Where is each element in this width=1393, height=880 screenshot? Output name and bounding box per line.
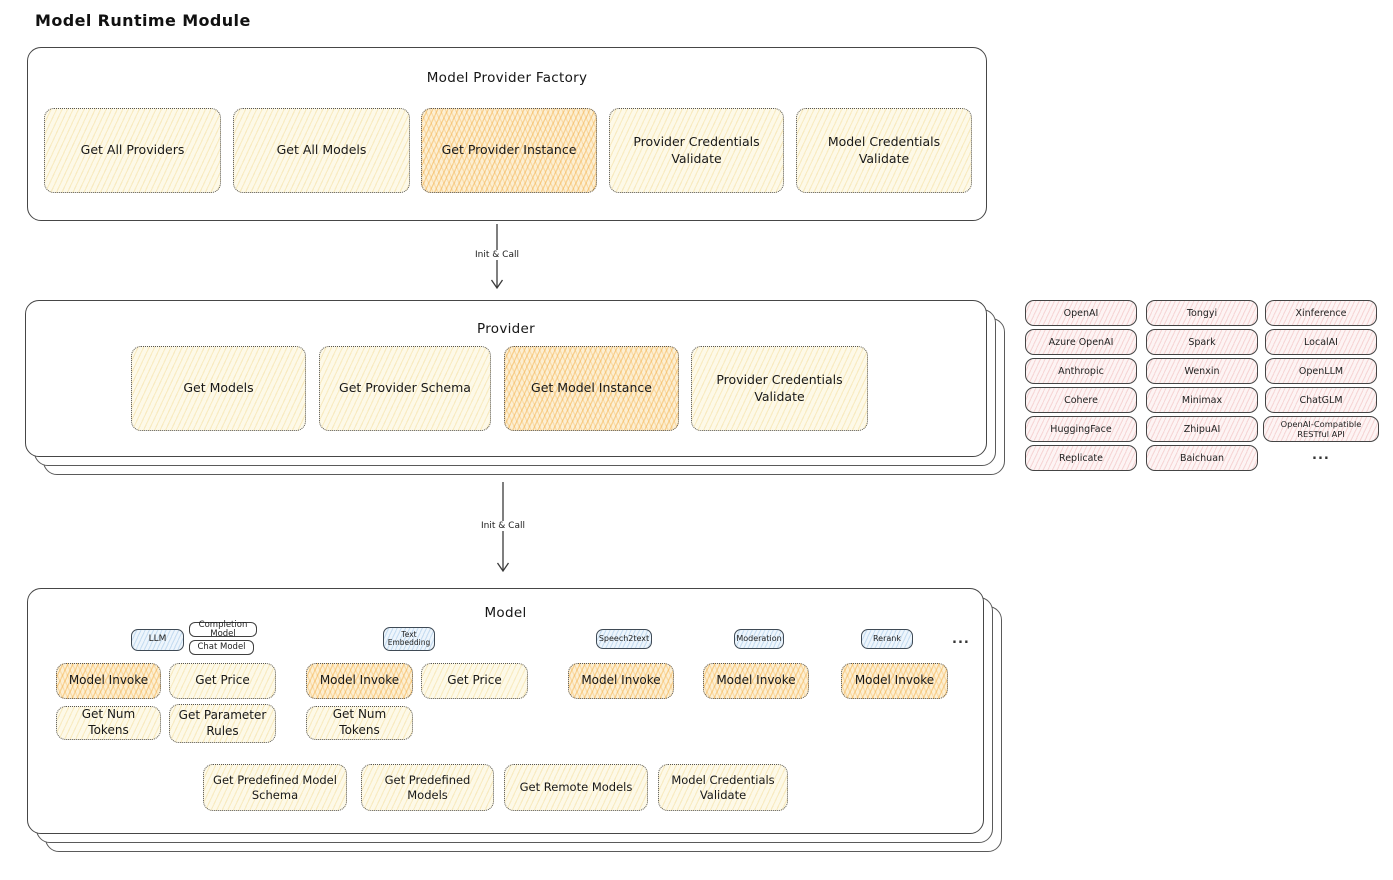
- factory-get-all-models-box: Get All Models: [233, 108, 410, 193]
- provider-pill-spark: Spark: [1146, 329, 1258, 355]
- provider-panel: Provider Get Models Get Provider Schema …: [25, 300, 987, 457]
- text-embedding-get-num-tokens-box: Get Num Tokens: [306, 706, 413, 740]
- provider-pill-zhipuai: ZhipuAI: [1146, 416, 1258, 442]
- llm-model-invoke-box: Model Invoke: [56, 663, 161, 699]
- speech2text-model-invoke-box: Model Invoke: [568, 663, 674, 699]
- provider-get-model-instance-box: Get Model Instance: [504, 346, 679, 431]
- provider-pill-chatglm: ChatGLM: [1265, 387, 1377, 413]
- factory-panel-title: Model Provider Factory: [426, 70, 588, 86]
- chip-rerank: Rerank: [861, 629, 913, 649]
- provider-pill-baichuan: Baichuan: [1146, 445, 1258, 471]
- factory-get-provider-instance-box: Get Provider Instance: [421, 108, 597, 193]
- chip-speech2text: Speech2text: [596, 629, 652, 649]
- provider-pill-minimax: Minimax: [1146, 387, 1258, 413]
- provider-get-models-box: Get Models: [131, 346, 306, 431]
- factory-panel: Model Provider Factory Get All Providers…: [27, 47, 987, 221]
- get-predefined-model-schema-box: Get Predefined Model Schema: [203, 764, 347, 811]
- provider-pill-openai: OpenAI: [1025, 300, 1137, 326]
- arrow1-label: Init & Call: [471, 250, 523, 260]
- arrow-down-icon: [490, 224, 504, 290]
- llm-get-price-box: Get Price: [169, 663, 276, 699]
- provider-credentials-validate-box: Provider Credentials Validate: [691, 346, 868, 431]
- arrow2-label: Init & Call: [477, 521, 529, 531]
- arrow-factory-to-provider: Init & Call: [471, 224, 523, 296]
- model-panel: Model LLM Completion Model Chat Model Te…: [27, 588, 984, 834]
- text-embedding-get-price-box: Get Price: [421, 663, 528, 699]
- chip-moderation: Moderation: [734, 629, 784, 649]
- model-types-ellipsis: ...: [952, 632, 970, 647]
- provider-pill-anthropic: Anthropic: [1025, 358, 1137, 384]
- provider-pill-xinference: Xinference: [1265, 300, 1377, 326]
- arrow-provider-to-model: Init & Call: [477, 482, 529, 579]
- page-title: Model Runtime Module: [35, 11, 251, 30]
- provider-grid-ellipsis: ...: [1312, 448, 1330, 463]
- provider-pill-wenxin: Wenxin: [1146, 358, 1258, 384]
- model-panel-title: Model: [484, 605, 527, 621]
- llm-get-parameter-rules-box: Get Parameter Rules: [169, 704, 276, 743]
- chip-chat-model: Chat Model: [189, 640, 254, 655]
- factory-model-credentials-validate-box: Model Credentials Validate: [796, 108, 972, 193]
- chip-completion-model: Completion Model: [189, 620, 257, 638]
- factory-provider-credentials-validate-box: Provider Credentials Validate: [609, 108, 784, 193]
- provider-pill-cohere: Cohere: [1025, 387, 1137, 413]
- provider-pill-localai: LocalAI: [1265, 329, 1377, 355]
- provider-pill-openllm: OpenLLM: [1265, 358, 1377, 384]
- provider-get-provider-schema-box: Get Provider Schema: [319, 346, 491, 431]
- moderation-model-invoke-box: Model Invoke: [703, 663, 809, 699]
- provider-pill-tongyi: Tongyi: [1146, 300, 1258, 326]
- provider-panel-title: Provider: [477, 321, 535, 337]
- get-predefined-models-box: Get Predefined Models: [361, 764, 494, 811]
- provider-pill-huggingface: HuggingFace: [1025, 416, 1137, 442]
- llm-get-num-tokens-box: Get Num Tokens: [56, 706, 161, 740]
- text-embedding-model-invoke-box: Model Invoke: [306, 663, 413, 699]
- provider-pill-replicate: Replicate: [1025, 445, 1137, 471]
- chip-text-embedding: Text Embedding: [383, 627, 435, 651]
- model-credentials-validate-box: Model Credentials Validate: [658, 764, 788, 811]
- factory-get-all-providers-box: Get All Providers: [44, 108, 221, 193]
- get-remote-models-box: Get Remote Models: [504, 764, 648, 811]
- chip-llm: LLM: [131, 629, 184, 651]
- provider-pill-azure-openai: Azure OpenAI: [1025, 329, 1137, 355]
- rerank-model-invoke-box: Model Invoke: [841, 663, 948, 699]
- provider-pill-openai-compatible-restful-api: OpenAI-Compatible RESTful API: [1263, 416, 1379, 442]
